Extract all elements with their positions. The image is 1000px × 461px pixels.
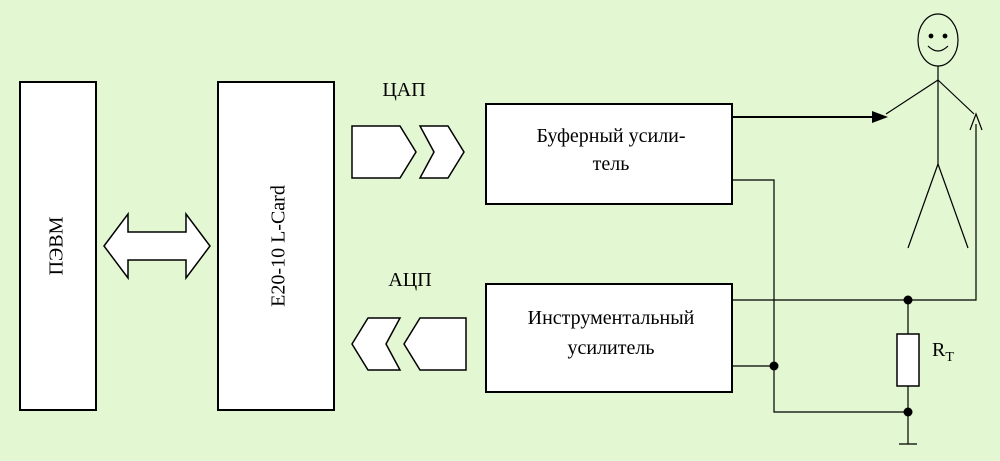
buffer-feedback-wire: [732, 179, 908, 413]
buffer-amplifier-label-line2: тель: [593, 153, 630, 175]
person-left-leg: [907, 163, 939, 249]
resistor-label-sub: T: [945, 350, 954, 365]
wiring: [732, 111, 983, 445]
dac-chevron-1: [351, 125, 417, 179]
adc-chevron-2: [403, 317, 467, 371]
resistor-label-main: R: [932, 339, 946, 361]
instrumentation-amplifier-block: Инструментальный усилитель: [485, 283, 733, 393]
person-head: [917, 13, 959, 67]
buffer-amplifier-label-line1: Буферный усили-: [536, 125, 685, 147]
instrumentation-amplifier-label-line2: усилитель: [568, 337, 655, 359]
person-right-leg: [937, 163, 969, 249]
adc-dac-board-frame: [217, 81, 335, 411]
person-smile: [927, 45, 949, 52]
instrumentation-amplifier-label-line1: Инструментальный: [528, 307, 695, 329]
chevron-left-icon: [351, 317, 467, 371]
person-left-arm: [885, 79, 939, 115]
arrow-to-other-hand-icon: [969, 112, 983, 131]
dac-label: ЦАП: [382, 79, 425, 101]
instrumentation-amplifier-frame: [485, 283, 733, 393]
buffer-amplifier-block: Буферный усили- тель: [485, 103, 733, 205]
instr-amp-input-1-wire: [732, 124, 977, 301]
adc-dac-board-block: E20-10 L-Card: [217, 81, 335, 411]
person-left-eye: [928, 33, 934, 39]
person-right-eye: [942, 33, 948, 39]
adc-chevron-1: [351, 317, 402, 371]
dac-chevron-2: [418, 125, 465, 179]
pc-block-label: ПЭВМ: [46, 216, 68, 275]
double-headed-arrow-icon: [103, 211, 211, 281]
adc-label: АЦП: [388, 269, 431, 291]
chevron-right-icon: [351, 125, 465, 179]
resistor-body: [896, 333, 920, 387]
arrow-to-hand-icon: [872, 111, 888, 123]
person-right-arm: [937, 79, 975, 115]
pc-block-frame: [19, 81, 97, 411]
pc-block: ПЭВМ: [19, 81, 97, 411]
resistor-label: RT: [932, 339, 954, 365]
buffer-amplifier-frame: [485, 103, 733, 205]
junction-dot-bottom: [903, 407, 913, 417]
stick-figure-person-icon: [885, 13, 975, 249]
adc-dac-board-label: E20-10 L-Card: [268, 185, 290, 307]
